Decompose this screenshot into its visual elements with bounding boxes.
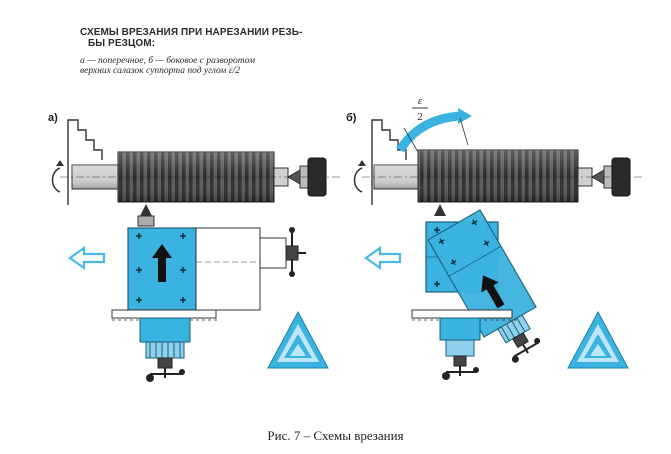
figure-subtitle: а — поперечное, б — боковое с разворотом… xyxy=(80,56,380,76)
cutter-tip-a xyxy=(140,204,152,216)
rotation-arrow-b xyxy=(353,167,363,193)
tool-post-a xyxy=(195,227,261,311)
plus-marks-a xyxy=(136,233,186,303)
rotation-arrow-a xyxy=(51,167,61,193)
panel-b: ε 2 xyxy=(353,95,644,380)
angle-arc-b xyxy=(396,108,472,153)
figure-title: СХЕМЫ ВРЕЗАНИЯ ПРИ НАРЕЗАНИИ РЕЗЬ- БЫ РЕ… xyxy=(80,27,380,49)
thread-profile-triangle-a xyxy=(267,310,329,369)
lower-slide-b xyxy=(439,317,481,341)
figure-caption: Рис. 7 – Схемы врезания xyxy=(267,428,404,443)
thread-profile-triangle-b xyxy=(567,310,629,369)
cutter-tip-b xyxy=(434,204,446,216)
panel-a-label: а) xyxy=(48,112,58,124)
panel-b-label: б) xyxy=(346,112,357,124)
title-line-2: БЫ РЕЗЦОМ: xyxy=(88,38,156,49)
chuck-steps-a xyxy=(67,119,103,205)
rotated-top-slide-b xyxy=(427,209,541,363)
panel-a xyxy=(51,119,340,382)
subtitle-line-1: а — поперечное, б — боковое с разворотом xyxy=(80,56,256,66)
chuck-steps-b xyxy=(371,119,407,205)
feed-arrow-left-b xyxy=(364,245,402,271)
lower-slide-a xyxy=(139,317,191,343)
angle-denominator: 2 xyxy=(417,111,423,123)
angle-numerator: ε xyxy=(418,95,423,107)
feed-arrow-left-a xyxy=(68,245,106,271)
title-line-1: СХЕМЫ ВРЕЗАНИЯ ПРИ НАРЕЗАНИИ РЕЗЬ- xyxy=(80,27,303,38)
infeed-arrow-a xyxy=(152,244,172,282)
subtitle-line-2: верхних салазок суппорта под углом ε/2 xyxy=(80,66,240,76)
